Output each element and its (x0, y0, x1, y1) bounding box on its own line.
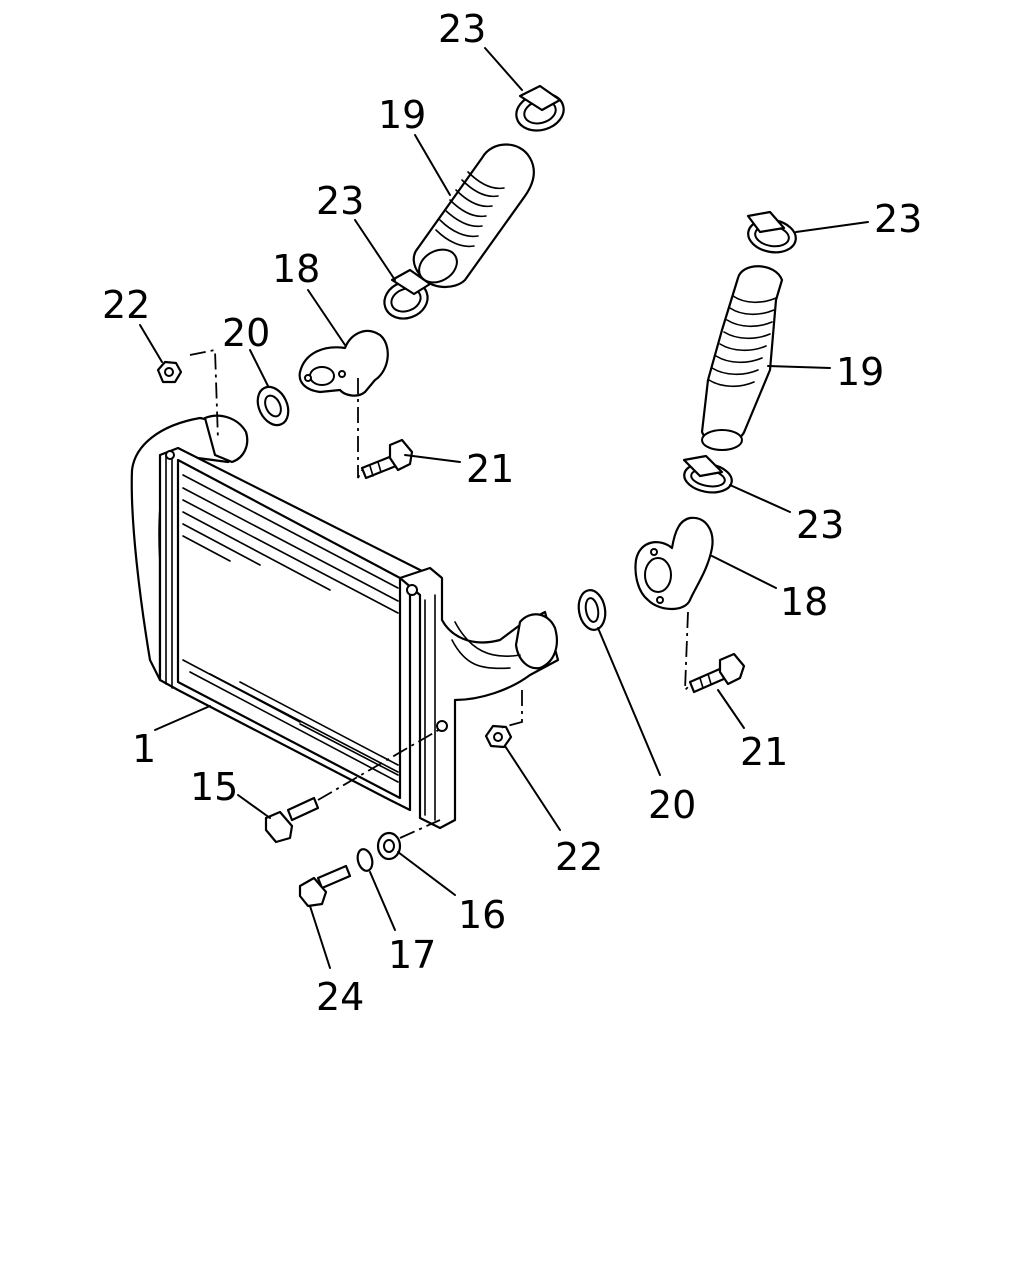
gasket-20-right (577, 589, 607, 631)
callout-21-left: 21 (466, 447, 514, 491)
clamp-23-top (515, 84, 565, 132)
gasket-20-left (256, 385, 290, 427)
bolt-21-left (360, 438, 414, 480)
callout-15: 15 (190, 765, 238, 809)
intercooler-core (130, 414, 560, 830)
hose-19-right (700, 265, 784, 451)
callout-17: 17 (388, 933, 436, 977)
callout-22-right: 22 (555, 835, 603, 879)
callout-19-left: 19 (378, 93, 426, 137)
nut-22-right (484, 724, 513, 749)
callout-23-right-top: 23 (874, 197, 922, 241)
core-fins (182, 474, 399, 783)
callout-1: 1 (132, 727, 156, 771)
bolt-21-right (688, 652, 746, 694)
alignment-line-right-bolt (684, 611, 691, 693)
bolt-15 (264, 796, 320, 844)
lock-washer-17 (356, 848, 374, 872)
elbow-pipe-18-left (298, 329, 389, 397)
callout-24: 24 (316, 975, 364, 1019)
callout-23-right-bottom: 23 (796, 503, 844, 547)
clamp-23-right-top (746, 210, 797, 254)
callout-23-top: 23 (438, 7, 486, 51)
nut-22-left (156, 360, 183, 384)
callout-23-left: 23 (316, 179, 364, 223)
alignment-line-left-bolt (357, 378, 363, 479)
alignment-line-left-nut (189, 348, 219, 441)
washer-16 (376, 831, 402, 861)
callout-20-right: 20 (648, 783, 696, 827)
callout-19-right: 19 (836, 350, 884, 394)
callout-18-left: 18 (272, 247, 320, 291)
callout-16: 16 (458, 893, 506, 937)
alignment-line-bolt-15 (317, 727, 443, 801)
callout-21-right: 21 (740, 730, 788, 774)
bolt-24 (298, 864, 352, 908)
clamp-23-left (383, 268, 432, 320)
alignment-line-right-nut (499, 690, 523, 729)
callout-20-left: 20 (222, 311, 270, 355)
clamp-23-right-bottom (682, 454, 733, 494)
alignment-line-washer (399, 819, 441, 839)
callout-22-left: 22 (102, 283, 150, 327)
hose-19-left (412, 143, 535, 288)
callout-18-right: 18 (780, 580, 828, 624)
elbow-pipe-18-right (634, 516, 714, 611)
leader-lines (139, 47, 869, 969)
